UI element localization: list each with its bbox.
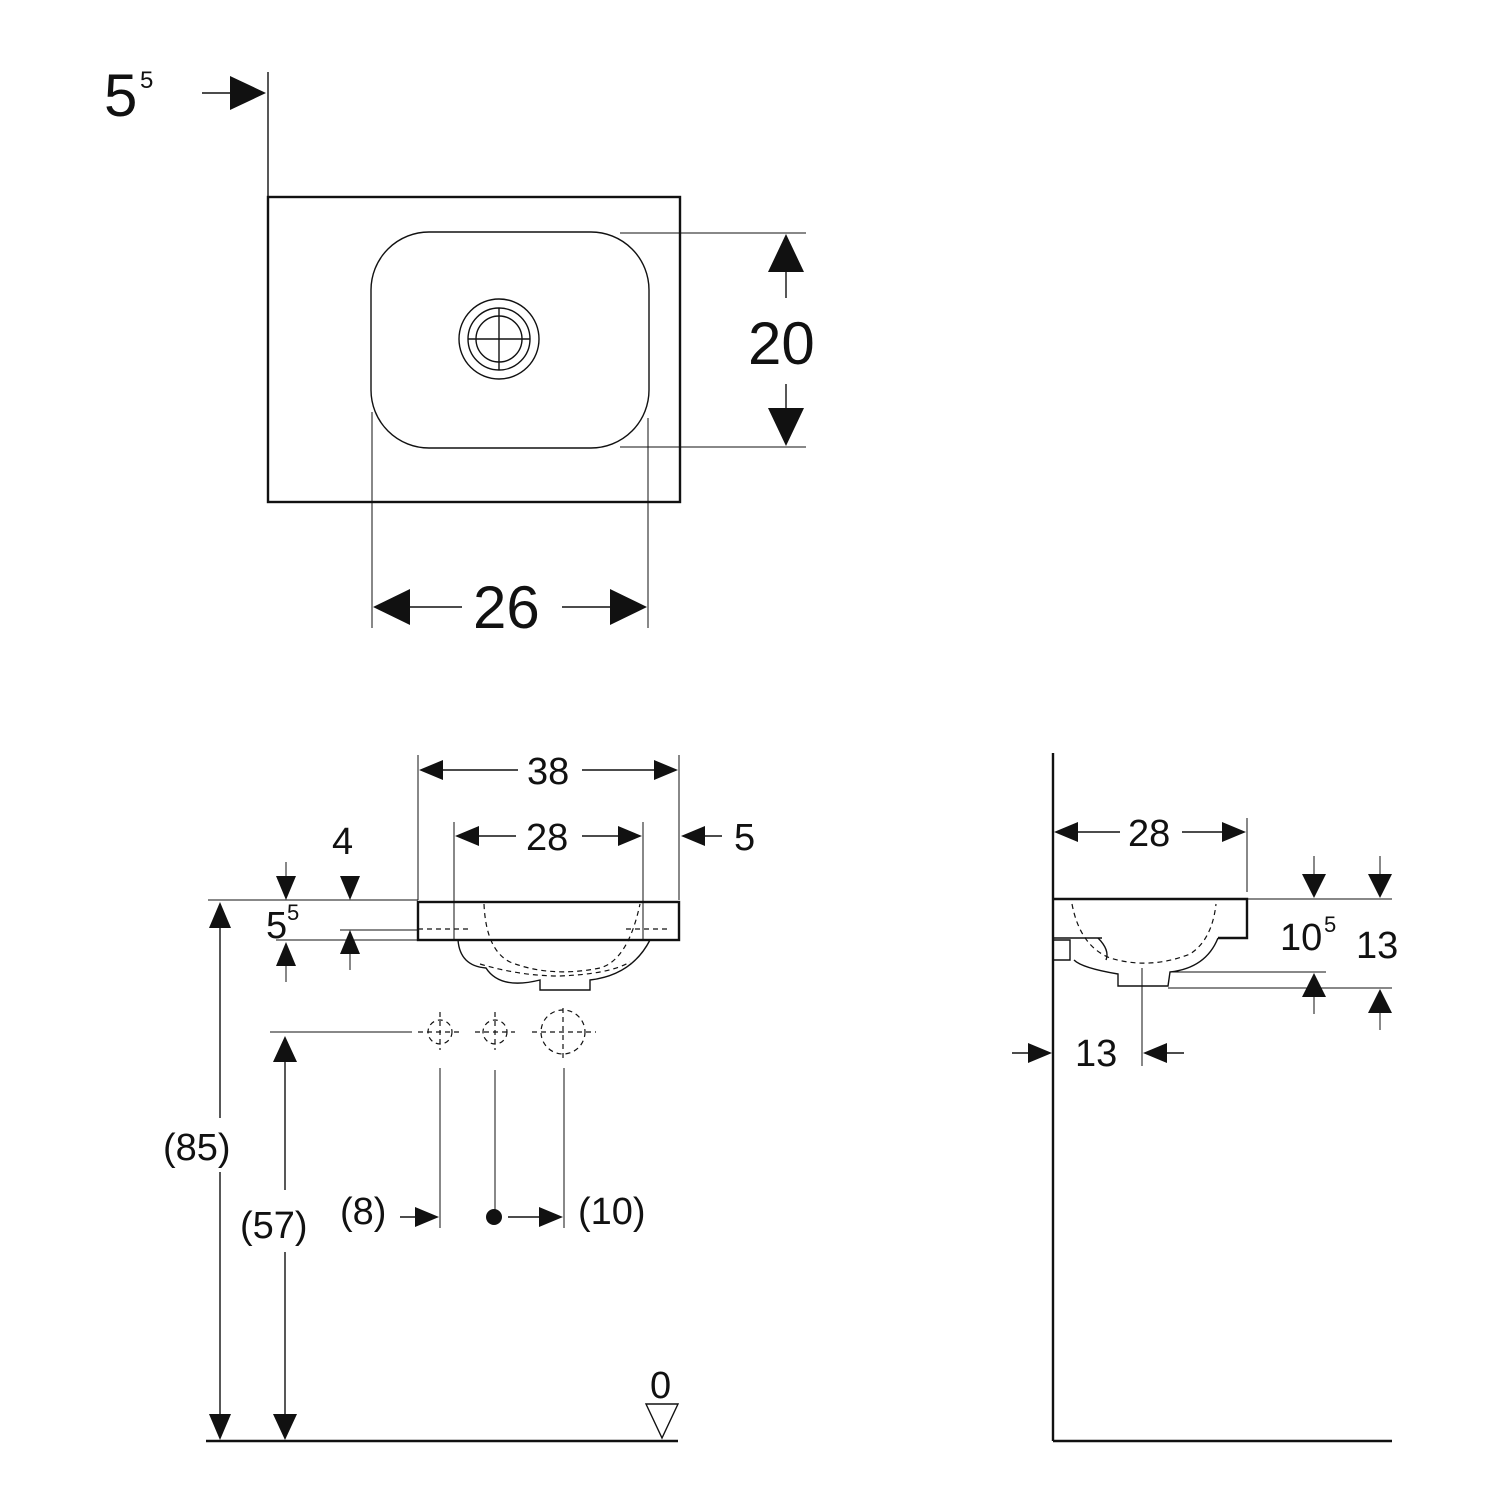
offset-arrowhead [230, 76, 266, 110]
front-view: 38 28 5 4 [163, 751, 755, 1443]
rim-thickness-arrowhead-down [276, 876, 296, 900]
offset-superscript-label: 5 [140, 67, 153, 94]
right-edge-arrowhead [681, 826, 705, 846]
height-b-arrowhead-down [1368, 874, 1392, 898]
projection-arrowhead-right [1222, 822, 1246, 842]
drain-icon [458, 298, 540, 380]
bowl-depth-label: 20 [748, 310, 815, 377]
mount-height-arrowhead-up [209, 902, 231, 928]
tap-spacing-label: 28 [526, 817, 568, 859]
right-edge-label: 5 [734, 817, 755, 859]
basin-outline-top [266, 195, 682, 504]
side-view: 28 10 5 13 13 [1012, 753, 1398, 1443]
supply-height-arrowhead-up [273, 1036, 297, 1062]
drain-offset-arrowhead-left [1028, 1043, 1052, 1063]
height-b-arrowhead-up [1368, 989, 1392, 1013]
overall-width-arrowhead-right [654, 760, 678, 780]
left-supply-marker [418, 1012, 462, 1050]
tap-spacing-arrowhead-right [618, 826, 642, 846]
supply-height-label: (57) [240, 1205, 308, 1247]
right-offset-arrowhead [539, 1207, 563, 1227]
floor-level-label: 0 [650, 1365, 671, 1407]
overall-width-label: 38 [527, 751, 569, 793]
rim-drop-label: 4 [332, 821, 353, 863]
basin-side-outline [1053, 897, 1249, 1066]
drain-offset-arrowhead-right [1143, 1043, 1167, 1063]
top-view: 5 5 20 26 [104, 62, 815, 641]
drain-offset-label: 13 [1075, 1033, 1117, 1075]
overall-width-arrowhead-left [419, 760, 443, 780]
rim-thickness-arrowhead-up [276, 942, 296, 966]
height-a-main-label: 10 [1280, 917, 1322, 959]
basin-front-outline [416, 900, 681, 991]
projection-arrowhead-left [1054, 822, 1078, 842]
left-offset-arrowhead [415, 1207, 439, 1227]
supply-height-arrowhead-down [273, 1414, 297, 1440]
center-supply-marker [475, 1012, 515, 1050]
floor-level-marker [644, 1403, 680, 1440]
rim-drop-arrowhead-down [340, 876, 360, 900]
right-offset-label: (10) [578, 1191, 646, 1233]
depth-arrowhead-down [768, 408, 804, 446]
left-offset-label: (8) [340, 1191, 386, 1233]
mount-height-label: (85) [163, 1127, 231, 1169]
drain-outlet-marker [532, 1008, 596, 1058]
width-arrowhead-left [373, 589, 410, 625]
height-a-arrowhead-up [1302, 973, 1326, 997]
height-a-superscript-label: 5 [1324, 912, 1336, 937]
mount-height-arrowhead-down [209, 1414, 231, 1440]
offset-main-label: 5 [104, 62, 137, 129]
tap-spacing-arrowhead-left [455, 826, 479, 846]
bowl-width-label: 26 [473, 574, 540, 641]
height-a-arrowhead-down [1302, 874, 1326, 898]
bowl-outline-top [370, 231, 650, 449]
rim-thickness-superscript-label: 5 [287, 900, 299, 925]
projection-label: 28 [1128, 813, 1170, 855]
height-b-label: 13 [1356, 925, 1398, 967]
rim-drop-arrowhead-up [340, 930, 360, 954]
depth-arrowhead-up [768, 234, 804, 272]
rim-thickness-main-label: 5 [266, 905, 287, 947]
width-arrowhead-right [610, 589, 647, 625]
center-point-marker [486, 1209, 502, 1225]
